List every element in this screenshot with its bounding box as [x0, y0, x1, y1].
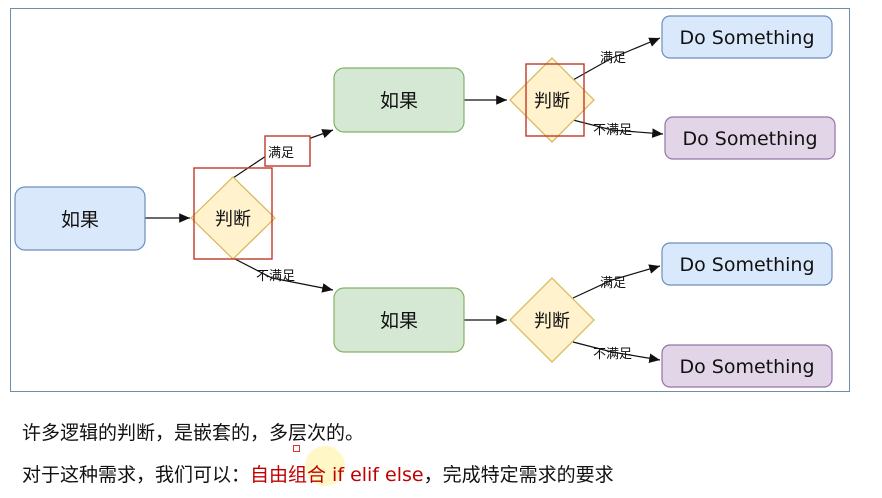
- root-yes-label: 满足: [268, 146, 294, 161]
- upper-if-node: [333, 67, 465, 133]
- cursor-marker: [293, 445, 300, 452]
- action-label-1: Do Something: [679, 27, 814, 49]
- caption-line-1: 许多逻辑的判断，是嵌套的，多层次的。: [22, 418, 364, 445]
- root-decision-highlight: [193, 167, 273, 260]
- lower-decision-node: [509, 277, 595, 363]
- root-if-label: 如果: [61, 209, 99, 231]
- edge-upper-no: [572, 119, 664, 138]
- action-node-4: [661, 344, 833, 388]
- action-node-2: [664, 116, 836, 160]
- caption-line-2-highlight: 自由组合 if elif else: [250, 464, 424, 486]
- action-node-1: [661, 15, 833, 59]
- edge-lower-no: [572, 341, 661, 363]
- edge-root-no: [232, 257, 334, 293]
- root-yes-highlight: [264, 135, 311, 167]
- root-no-label: 不满足: [256, 269, 295, 284]
- action-node-3: [661, 242, 833, 286]
- lower-if-node: [333, 287, 465, 353]
- caption-line-2-prefix: 对于这种需求，我们可以：: [22, 464, 251, 486]
- caption-line-1-text: 许多逻辑的判断，是嵌套的，多层次的。: [22, 422, 365, 444]
- upper-decision-highlight: [525, 63, 585, 137]
- upper-decision-label: 判断: [534, 91, 570, 112]
- root-if-node: [14, 186, 146, 251]
- caption-line-2-suffix: ，完成特定需求的要求: [423, 464, 614, 486]
- edge-lower-yes: [572, 264, 661, 299]
- edge-upper-yes: [572, 37, 661, 81]
- action-label-4: Do Something: [679, 356, 814, 378]
- lower-yes-label: 满足: [600, 276, 626, 291]
- caption-line-2: 对于这种需求，我们可以：自由组合 if elif else，完成特定需求的要求: [22, 460, 614, 487]
- upper-decision-node: [509, 57, 595, 143]
- upper-no-label: 不满足: [593, 123, 632, 138]
- lower-no-label: 不满足: [593, 347, 632, 362]
- lower-if-label: 如果: [380, 310, 418, 332]
- upper-if-label: 如果: [380, 90, 418, 112]
- root-decision-label: 判断: [215, 209, 251, 230]
- upper-yes-label: 满足: [600, 51, 626, 66]
- lower-decision-label: 判断: [534, 311, 570, 332]
- cursor-highlight: [305, 446, 345, 486]
- action-label-3: Do Something: [679, 254, 814, 276]
- action-label-2: Do Something: [682, 128, 817, 150]
